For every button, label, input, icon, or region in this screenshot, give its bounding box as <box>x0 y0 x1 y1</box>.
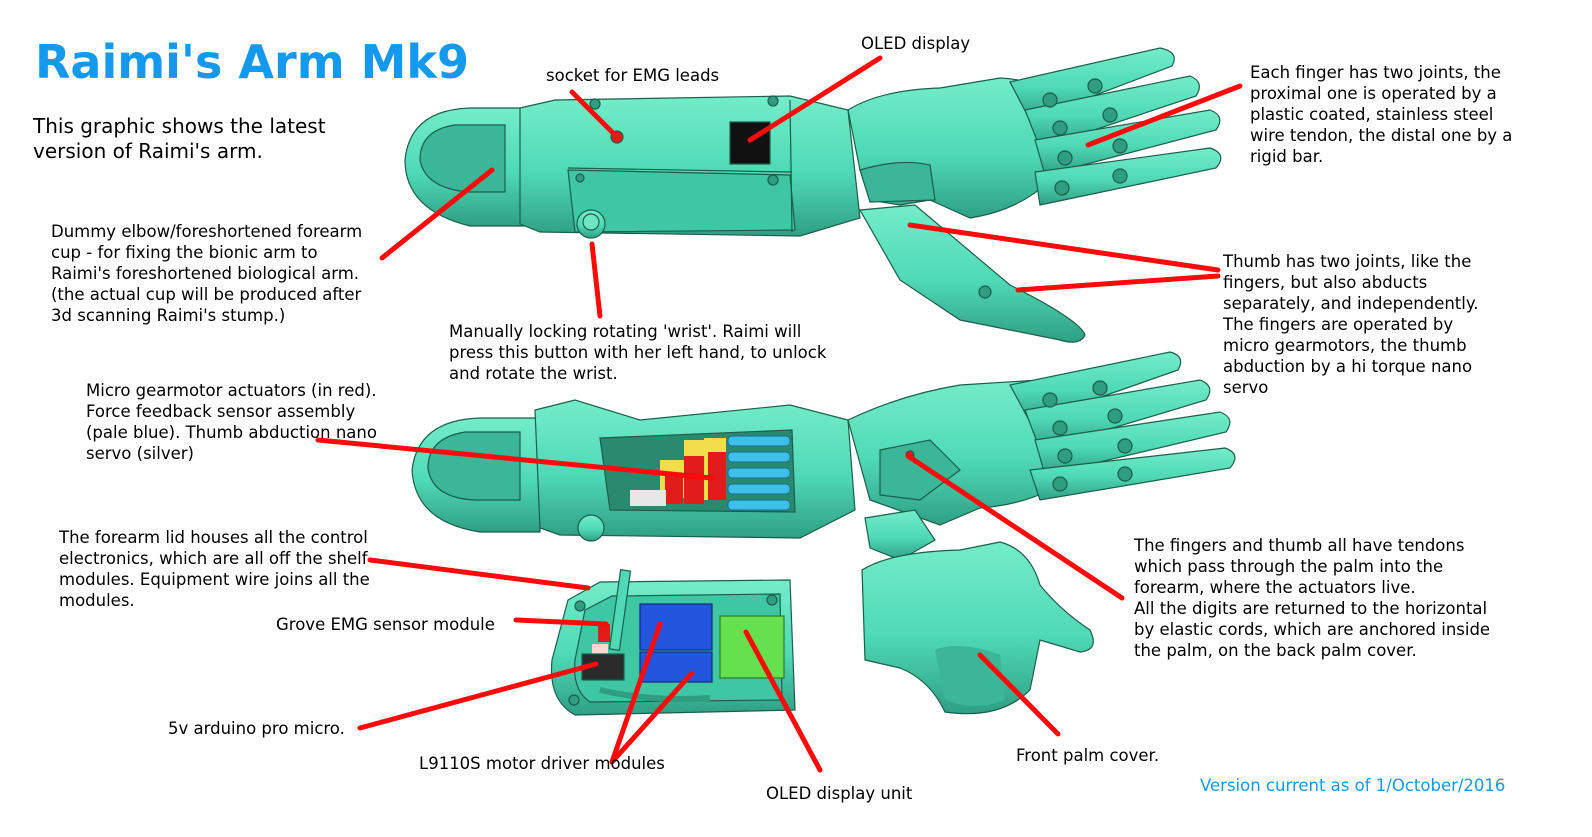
pointer-grove <box>513 617 609 627</box>
pointer-socket <box>569 89 615 135</box>
force-sensor-assembly <box>727 435 791 511</box>
callout-pointers <box>315 55 1243 773</box>
callout-palm-cover: Front palm cover. <box>1016 746 1160 765</box>
forearm-cup <box>404 107 526 227</box>
emg-socket <box>610 130 624 144</box>
pointer-driver-2 <box>609 670 695 765</box>
wrist-lock-button <box>576 209 606 239</box>
finger-joints-top <box>1042 78 1128 196</box>
finger-joints-middle <box>1042 380 1133 492</box>
pointer-thumb-joints <box>907 222 1221 273</box>
callout-wrist: Manually locking rotating 'wrist'. Raimi… <box>449 322 827 383</box>
forearm-shell <box>519 95 861 237</box>
pointer-actuators <box>315 437 715 481</box>
pointer-oled-display <box>747 55 883 143</box>
pointer-oled-unit <box>743 629 823 773</box>
gearmotor-actuators <box>630 438 726 506</box>
pointer-thumb-abduct <box>1015 273 1221 293</box>
forearm-lid <box>550 569 796 716</box>
assembled-arm <box>404 47 1222 343</box>
pointer-wrist <box>589 241 603 319</box>
pointer-arduino <box>357 661 599 731</box>
pointer-cup <box>379 167 495 261</box>
grove-emg-module <box>592 624 610 654</box>
pointer-lid <box>367 557 591 591</box>
forearm-cup-middle <box>411 417 541 533</box>
callout-driver: L9110S motor driver modules <box>419 754 665 773</box>
callout-cup: Dummy elbow/foreshortened forearm cup - … <box>51 222 363 325</box>
thumb-middle <box>864 509 936 561</box>
callout-grove: Grove EMG sensor module <box>276 615 495 634</box>
callout-arduino: 5v arduino pro micro. <box>168 719 345 738</box>
callout-oled-unit: OLED display unit <box>766 784 913 803</box>
callout-tendons: The fingers and thumb all have tendons w… <box>1134 536 1491 660</box>
version-note: Version current as of 1/October/2016 <box>1200 776 1506 795</box>
callout-thumb: Thumb has two joints, like the fingers, … <box>1223 252 1479 397</box>
callout-socket: socket for EMG leads <box>546 66 720 85</box>
page-title: Raimi's Arm Mk9 <box>35 35 470 89</box>
callout-actuators: Micro gearmotor actuators (in red). Forc… <box>86 381 377 463</box>
motor-driver-modules <box>639 603 713 683</box>
pointer-driver-1 <box>609 621 663 765</box>
callout-oled-display: OLED display <box>861 34 971 53</box>
pointer-tendons <box>905 453 1125 601</box>
front-palm-cover <box>861 541 1094 715</box>
callout-finger-joints: Each finger has two joints, the proximal… <box>1250 63 1513 166</box>
callout-lid: The forearm lid houses all the control e… <box>59 528 370 610</box>
open-arm <box>411 351 1236 561</box>
thumb-top <box>859 204 1086 343</box>
page-subtitle: This graphic shows the latest version of… <box>33 114 326 163</box>
pointer-finger-joints <box>1085 83 1243 148</box>
pointer-palm-cover <box>977 652 1061 737</box>
